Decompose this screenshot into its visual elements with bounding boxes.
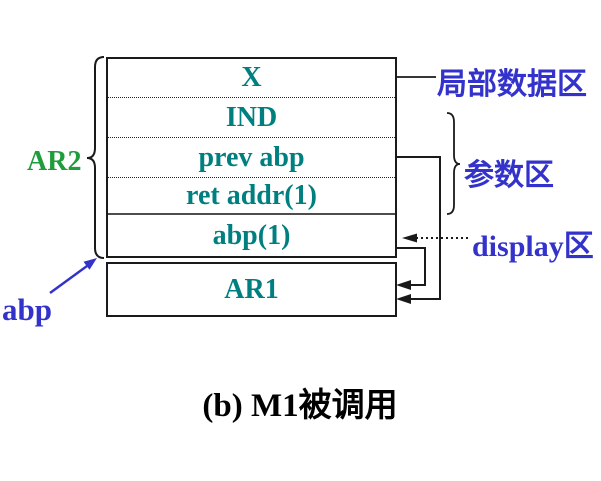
stack-row-ret-addr: ret addr(1) [108, 178, 395, 215]
abp-arrowhead-icon [83, 258, 97, 270]
param-area-brace [446, 112, 461, 215]
stack-row-label: abp(1) [212, 219, 291, 251]
ar2-label: AR2 [27, 146, 82, 177]
param-area-label: 参数区 [464, 159, 554, 192]
stack-row-label: prev abp [198, 141, 305, 173]
local-data-area-label: 局部数据区 [437, 68, 587, 101]
ar1-box: AR1 [106, 262, 397, 317]
stack-row-prev-abp: prev abp [108, 138, 395, 178]
abp-label: abp [2, 292, 52, 327]
abp1-arrowhead-icon [396, 280, 411, 290]
ar1-label: AR1 [224, 273, 279, 305]
stack-row-label: IND [225, 101, 278, 133]
abp1-pointer-line [397, 247, 426, 286]
stack-row-ind: IND [108, 98, 395, 138]
abp-arrow-line [49, 264, 88, 295]
figure-caption: (b) M1被调用 [202, 388, 398, 424]
display-area-label: display区 [472, 230, 594, 263]
prev-abp-arrowhead-icon [396, 294, 411, 304]
stack-row-label: X [241, 62, 262, 93]
stack-row-x: X [108, 59, 395, 98]
ar2-brace [86, 56, 105, 259]
stack-row-abp1: abp(1) [108, 215, 395, 256]
ar2-stack-box: X IND prev abp ret addr(1) abp(1) [106, 57, 397, 258]
display-arrowhead-icon [402, 233, 417, 243]
stack-row-label: ret addr(1) [186, 179, 317, 211]
prev-abp-pointer-line [397, 156, 441, 300]
